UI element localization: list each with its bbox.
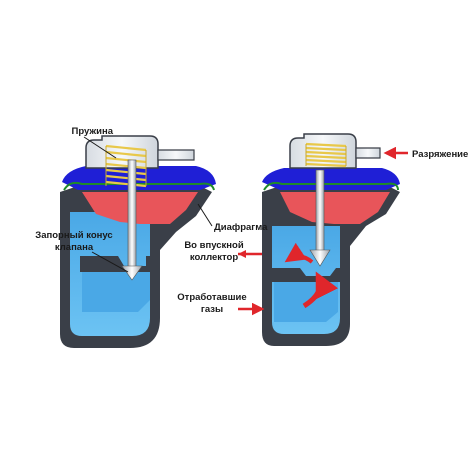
right-diaphragm xyxy=(263,181,399,191)
right-red-chamber xyxy=(280,192,390,224)
leader-spring xyxy=(83,136,117,159)
leader-diaphragm xyxy=(197,203,213,227)
left-cap xyxy=(85,135,159,169)
left-vacuum-nozzle xyxy=(157,149,195,161)
label-exhaust-line1: Отработавшие xyxy=(177,292,246,303)
right-flow-arrow-upper xyxy=(284,242,314,264)
left-red-chamber xyxy=(82,192,198,224)
right-spring xyxy=(305,142,347,168)
label-diaphragm: Диафрагма xyxy=(214,222,268,233)
right-blue-chamber xyxy=(262,168,400,190)
label-intake-line2: коллектор xyxy=(190,252,239,263)
label-spring: Пружина xyxy=(71,126,113,137)
label-intake-line1: Во впускной xyxy=(184,240,244,251)
left-valve-cone xyxy=(121,265,143,281)
right-flow-arrow-lower xyxy=(302,271,339,309)
left-spring xyxy=(105,144,147,188)
right-valve xyxy=(262,133,400,346)
left-valve-stem xyxy=(127,159,137,269)
annotations: Пружина Запорный конус клапана Диафрагма… xyxy=(35,126,468,316)
label-exhaust-line2: газы xyxy=(201,304,223,315)
left-valve xyxy=(60,135,216,348)
right-valve-cone xyxy=(309,249,331,267)
leader-cone xyxy=(91,251,129,273)
label-vacuum: Разряжение xyxy=(412,149,468,160)
right-valve-stem xyxy=(315,169,325,253)
right-vacuum-nozzle xyxy=(355,147,381,159)
arrow-intake-head xyxy=(238,250,246,258)
left-diaphragm xyxy=(63,181,215,191)
label-cone-line2: клапана xyxy=(55,242,94,253)
label-cone-line1: Запорный конус xyxy=(35,230,112,241)
